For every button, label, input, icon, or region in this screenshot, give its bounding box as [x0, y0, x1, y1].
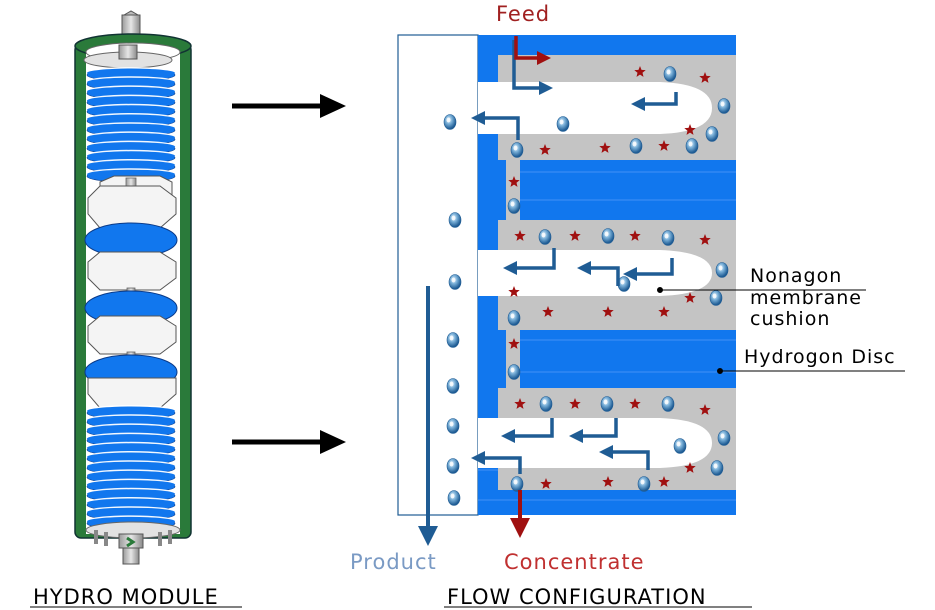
nonagon-label-line2: membrane	[750, 287, 862, 309]
star-particle	[699, 72, 711, 83]
flow-arrows	[471, 40, 678, 474]
star-particle	[658, 306, 670, 317]
concentrate-arrowhead	[510, 518, 530, 538]
bubble-particle	[673, 438, 687, 454]
cushion-lobe	[478, 82, 712, 134]
bubble-particle	[705, 126, 719, 142]
star-particle	[658, 140, 670, 151]
star-particle	[569, 398, 581, 409]
bubble-particle	[446, 418, 460, 434]
star-particle	[569, 230, 581, 241]
bubble-particle	[446, 378, 460, 394]
concentrate-label: Concentrate	[504, 550, 645, 574]
bottom-disc-stack	[86, 405, 176, 530]
star-particle	[699, 404, 711, 415]
nonagon-label-line3: cushion	[750, 308, 830, 330]
star-particle	[542, 306, 554, 317]
bubble-particle	[629, 138, 643, 154]
star-particle	[684, 124, 696, 135]
bubble-particle	[448, 212, 462, 228]
nonagon-cushion	[87, 377, 177, 409]
flow-configuration-illustration	[397, 34, 905, 546]
cushion-lobe	[478, 418, 712, 468]
bubble-particle	[510, 476, 524, 492]
callout-lines	[657, 287, 905, 374]
star-particle	[629, 230, 641, 241]
concentrate-particles	[508, 66, 711, 489]
bubble-particle	[717, 430, 731, 446]
product-arrowhead	[418, 526, 438, 546]
star-particle	[699, 234, 711, 245]
flow-configuration-title: FLOW CONFIGURATION	[447, 585, 707, 609]
bubble-particle	[710, 460, 724, 476]
bubble-particle	[446, 458, 460, 474]
feed-arrow	[514, 36, 551, 65]
bubble-particle	[446, 332, 460, 348]
bubble-particle	[661, 230, 675, 246]
star-particle	[684, 462, 696, 473]
star-particle	[602, 476, 614, 487]
star-particle	[634, 66, 646, 77]
star-particle	[684, 292, 696, 303]
star-particle	[514, 398, 526, 409]
nonagon-cushion	[87, 315, 177, 355]
star-particle	[658, 476, 670, 487]
feed-label: Feed	[496, 2, 550, 26]
bubble-particle	[448, 274, 462, 290]
bubble-particle	[443, 114, 457, 130]
bubble-particle	[663, 66, 677, 82]
bubble-particle	[507, 364, 521, 380]
bubble-particle	[709, 290, 723, 306]
bubble-particle	[715, 262, 729, 278]
star-particle	[508, 338, 520, 349]
star-particle	[508, 286, 520, 297]
bubble-particle	[538, 229, 552, 245]
star-particle	[540, 478, 552, 489]
bubble-particle	[556, 116, 570, 132]
bubble-particle	[447, 490, 461, 506]
bubble-particle	[601, 228, 615, 244]
product-channel	[397, 34, 479, 516]
top-disc-stack	[86, 67, 176, 183]
bubble-particle	[510, 142, 524, 158]
product-label: Product	[350, 550, 437, 574]
star-particle	[602, 306, 614, 317]
nonagon-label-line1: Nonagon	[750, 265, 842, 287]
bubble-particle	[507, 198, 521, 214]
hydrogon-disc-label: Hydrogon Disc	[744, 346, 896, 368]
shaft-collar	[118, 44, 138, 60]
bubble-particle	[661, 396, 675, 412]
star-particle	[599, 142, 611, 153]
bubble-particle	[617, 276, 631, 292]
bubble-particle	[685, 138, 699, 154]
chevron-icon	[126, 536, 136, 548]
star-particle	[508, 176, 520, 187]
connector-arrows	[232, 94, 346, 454]
exploded-stack	[84, 175, 178, 409]
bubble-particle	[717, 98, 731, 114]
star-particle	[514, 230, 526, 241]
star-particle	[629, 398, 641, 409]
bubble-particle	[507, 310, 521, 326]
cushion-lobe	[478, 250, 712, 296]
shaft-cap	[122, 10, 140, 16]
hydro-module-illustration	[74, 10, 192, 565]
hydro-module-title: HYDRO MODULE	[33, 585, 219, 609]
bubble-particle	[600, 396, 614, 412]
star-particle	[539, 144, 551, 155]
nonagon-cushion	[87, 251, 177, 291]
bubble-particle	[539, 396, 553, 412]
nonagon-cushion	[87, 185, 177, 229]
bubble-particle	[637, 476, 651, 492]
